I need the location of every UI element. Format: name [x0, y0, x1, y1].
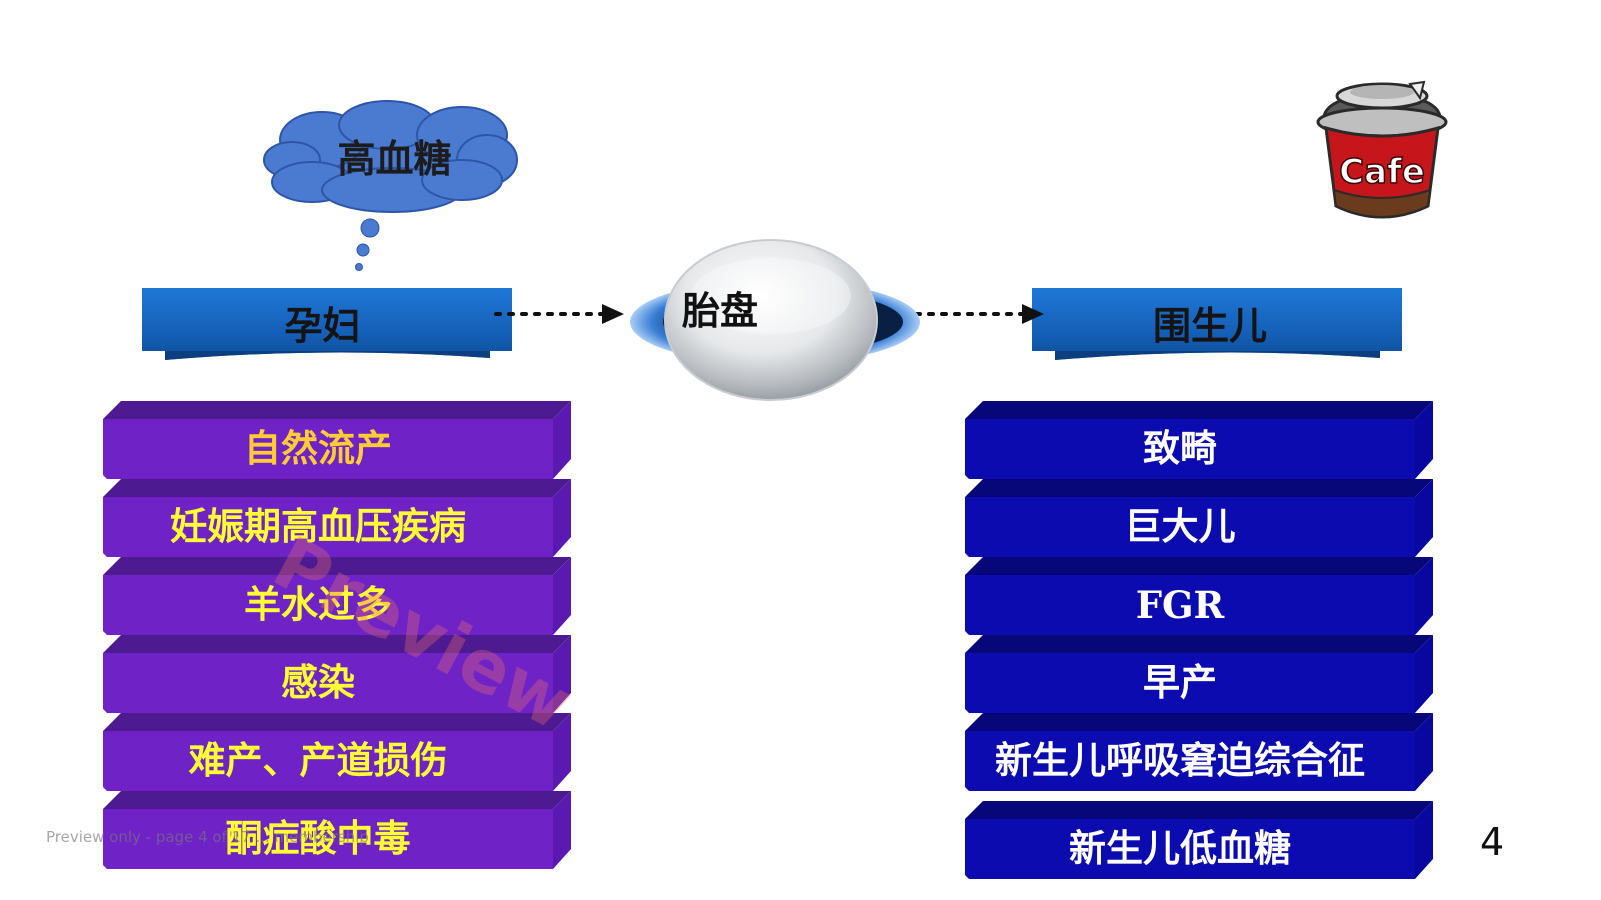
placenta-label: 胎盘	[682, 289, 759, 333]
mother-effect-item: 羊水过多	[103, 557, 578, 637]
page-number: 4	[1480, 820, 1505, 864]
newborn-effect-item: 新生儿低血糖	[965, 801, 1440, 881]
newborn-effect-item: 早产	[965, 635, 1440, 715]
mother-effect-item: 酮症酸中毒	[103, 791, 578, 871]
arrow-to-newborn	[912, 302, 1047, 326]
mother-effect-item: 难产、产道损伤	[103, 713, 578, 793]
newborn-effect-label: FGR	[1135, 583, 1225, 627]
mother-effect-label: 自然流产	[244, 427, 392, 470]
coffee-cup-icon: Cafe	[1312, 78, 1452, 228]
newborn-effect-label: 巨大儿	[1124, 505, 1236, 548]
mother-banner: 孕妇	[140, 286, 515, 366]
mother-label: 孕妇	[284, 304, 361, 348]
mother-effect-label: 妊娠期高血压疾病	[170, 505, 466, 548]
mother-effect-item: 自然流产	[103, 401, 578, 481]
mother-effect-label: 酮症酸中毒	[225, 817, 411, 860]
newborn-effect-item: 致畸	[965, 401, 1440, 481]
arrow-to-placenta	[492, 302, 627, 326]
newborn-effect-item: 新生儿呼吸窘迫综合征	[965, 713, 1440, 793]
cafe-logo-text: Cafe	[1339, 152, 1425, 192]
newborn-effect-label: 致畸	[1143, 427, 1217, 470]
footer-note: Preview only - page 4 of 17 ... membersh…	[46, 828, 369, 846]
newborn-effect-label: 新生儿呼吸窘迫综合征	[995, 739, 1365, 782]
newborn-effect-item: 巨大儿	[965, 479, 1440, 559]
newborn-effect-label: 新生儿低血糖	[1069, 827, 1291, 870]
newborn-effect-item: FGR	[965, 557, 1440, 637]
mother-effect-label: 羊水过多	[244, 583, 392, 626]
placenta-orb	[625, 236, 925, 406]
mother-effect-label: 感染	[281, 661, 355, 704]
mother-effect-item: 感染	[103, 635, 578, 715]
mother-effect-item: 妊娠期高血压疾病	[103, 479, 578, 559]
newborn-banner: 围生儿	[1030, 286, 1405, 366]
newborn-effect-label: 早产	[1143, 661, 1217, 704]
cloud-label: 高血糖	[337, 137, 452, 181]
thought-cloud	[262, 100, 527, 275]
mother-effect-label: 难产、产道损伤	[188, 739, 448, 782]
newborn-label: 围生儿	[1152, 304, 1267, 348]
